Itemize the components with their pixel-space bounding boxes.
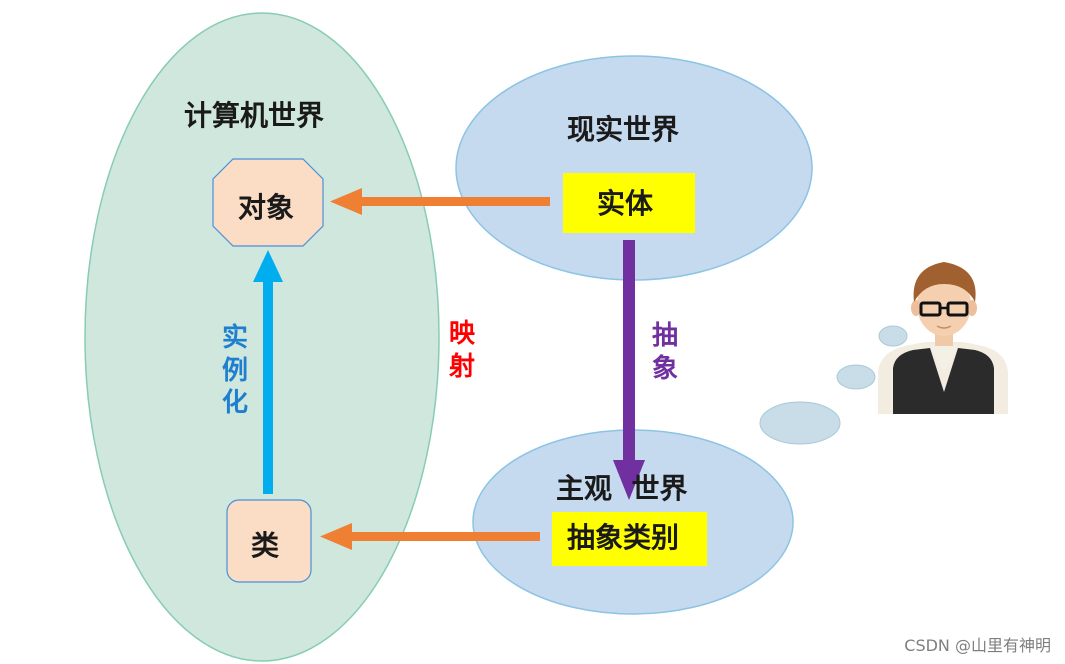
entity-label: 实体 xyxy=(597,187,654,220)
computer-world-ellipse xyxy=(84,12,440,662)
abstraction-label: 抽象 xyxy=(652,320,682,385)
instantiate-arrow xyxy=(253,250,283,494)
mapping-label-text: 映射 xyxy=(449,319,476,382)
real-world-title: 现实世界 xyxy=(567,113,680,146)
person-icon xyxy=(878,262,1008,414)
subjective-world-title: 主观 世界 xyxy=(556,472,688,505)
abstraction-arrow xyxy=(613,240,645,500)
thought-bubble-large xyxy=(759,401,841,445)
class-label: 类 xyxy=(251,529,280,562)
computer-world-title: 计算机世界 xyxy=(184,99,325,132)
object-node xyxy=(212,158,324,247)
class-node xyxy=(226,499,312,583)
abstraction-label-text: 抽象 xyxy=(652,321,679,384)
mapping-arrow-bottom xyxy=(320,523,540,550)
thought-bubble-medium xyxy=(836,364,876,390)
entity-box xyxy=(563,173,695,233)
watermark: CSDN @山里有神明 xyxy=(904,636,1051,655)
category-box xyxy=(552,512,707,566)
instantiate-label-text: 实例化 xyxy=(222,323,249,418)
mapping-arrow-top xyxy=(330,188,550,215)
object-label: 对象 xyxy=(238,191,295,224)
mapping-label: 映射 xyxy=(449,318,479,383)
instantiate-label: 实例化 xyxy=(222,322,252,420)
category-label: 抽象类别 xyxy=(567,521,680,554)
thought-bubble-small xyxy=(878,325,908,347)
